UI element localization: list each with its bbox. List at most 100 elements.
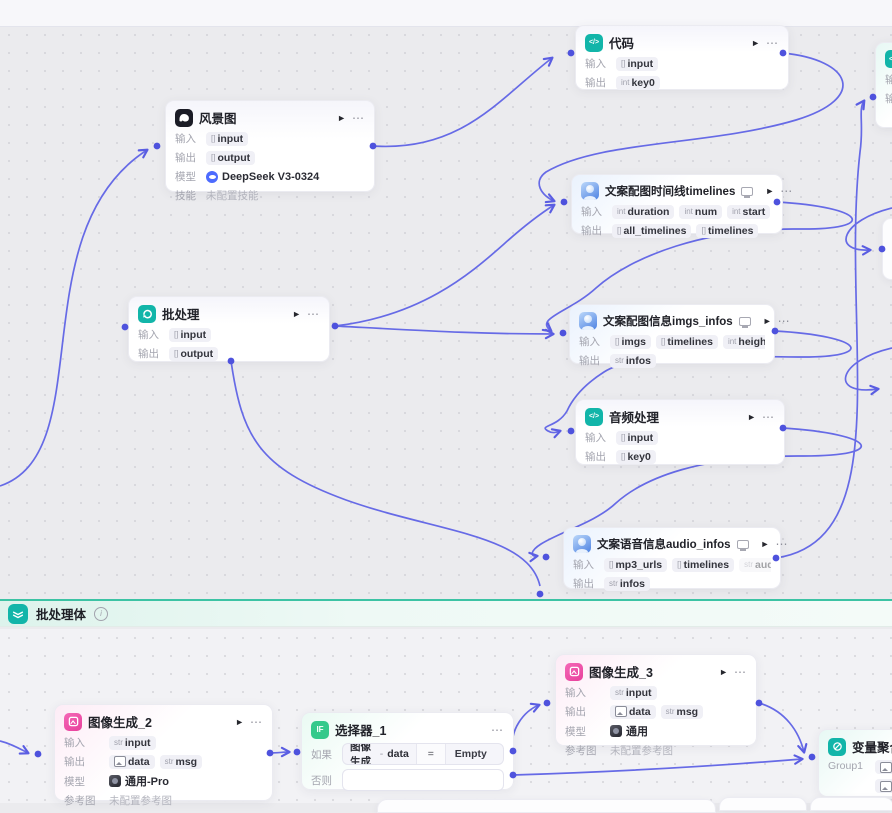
more-menu-button[interactable]: ⋯	[775, 537, 789, 551]
field-label: 输出	[885, 93, 892, 105]
node-selector[interactable]: IF 选择器_1 ⋯ 如果 图像生成-data = Empty 否则	[301, 712, 514, 791]
node-offscreen-bottom-1[interactable]	[377, 799, 716, 813]
agent-avatar-icon	[581, 182, 599, 200]
batch-body-section-header[interactable]: 批处理体 i	[0, 599, 892, 627]
skill-empty-text: 未配置技能	[206, 190, 259, 202]
node-offscreen-topright[interactable]: </> 输入 输出	[875, 42, 892, 128]
run-button[interactable]: ►	[747, 411, 756, 422]
field-chip[interactable]: intheight	[722, 334, 765, 349]
node-title: 变量聚合_1	[852, 741, 892, 755]
node-audioinfos[interactable]: 文案语音信息audio_infos ► ⋯ 输入[]mp3_urls[]time…	[563, 527, 787, 591]
string-type-icon: str	[665, 707, 675, 716]
image-type-icon	[615, 706, 627, 717]
deepseek-whale-icon	[175, 108, 193, 127]
node-imgsinfos[interactable]: 文案配图信息imgs_infos ► ⋯ 输入[]imgs[]timelines…	[569, 304, 790, 368]
reference-empty-text: 未配置参考图	[109, 795, 172, 807]
field-chip[interactable]: []all_timelines	[612, 223, 692, 238]
field-chip[interactable]: []timelines	[672, 557, 735, 572]
run-button[interactable]: ►	[292, 308, 301, 319]
string-type-icon: str	[615, 356, 624, 365]
field-label: 模型	[64, 775, 85, 788]
field-label: 技能	[175, 190, 196, 202]
info-icon[interactable]: i	[94, 606, 109, 621]
field-chip[interactable]: []input	[616, 56, 659, 71]
if-label: 如果	[311, 748, 332, 761]
more-menu-button[interactable]: ⋯	[250, 714, 263, 729]
more-menu-button[interactable]: ⋯	[780, 184, 794, 198]
string-type-icon: str	[615, 688, 624, 697]
more-menu-button[interactable]: ⋯	[766, 35, 779, 50]
array-type-icon: []	[701, 226, 706, 235]
more-menu-button[interactable]: ⋯	[352, 110, 365, 125]
variable-merge-icon	[828, 737, 846, 756]
more-menu-button[interactable]: ⋯	[734, 664, 747, 679]
field-chip[interactable]: []timelines	[696, 223, 759, 238]
run-button[interactable]: ►	[337, 112, 346, 123]
model-value[interactable]: 通用	[610, 723, 648, 739]
process-badge-icon	[741, 186, 754, 198]
image-generation-icon	[64, 712, 82, 731]
field-chip[interactable]: straudio_effe	[739, 557, 771, 572]
field-chip[interactable]: data	[610, 704, 656, 719]
node-scenery[interactable]: 风景图 ► ⋯ 输入[]input 输出[]output 模型 DeepSeek…	[165, 100, 375, 202]
node-audio[interactable]: </> 音频处理 ► ⋯ 输入[]input 输出[]key0	[575, 399, 785, 465]
field-chip[interactable]: []imgs	[610, 334, 651, 349]
model-value[interactable]: 通用-Pro	[109, 773, 169, 789]
more-menu-button[interactable]: ⋯	[307, 306, 320, 321]
field-chip[interactable]: []output	[169, 346, 219, 361]
node-varmerge[interactable]: 变量聚合_1 Group1 Imadat	[818, 729, 892, 797]
run-button[interactable]: ►	[762, 316, 772, 326]
node-offscreen-bottom-3[interactable]	[810, 797, 892, 811]
run-button[interactable]: ►	[765, 186, 775, 196]
field-chip[interactable]: []timelines	[655, 334, 718, 349]
more-menu-button[interactable]: ⋯	[762, 409, 775, 424]
field-chip[interactable]: []key0	[616, 449, 656, 464]
more-menu-button[interactable]: ⋯	[777, 314, 791, 328]
array-type-icon: []	[621, 59, 626, 68]
integer-type-icon: int	[684, 207, 693, 216]
run-button[interactable]: ►	[719, 666, 728, 677]
field-chip[interactable]: dat	[875, 779, 892, 793]
field-chip[interactable]: []mp3_urls	[604, 557, 668, 572]
node-title: 选择器_1	[335, 724, 387, 738]
node-batch[interactable]: 批处理 ► ⋯ 输入[]input 输出[]output	[128, 296, 330, 362]
image-type-icon	[880, 761, 892, 773]
field-chip[interactable]: []input	[206, 131, 249, 146]
more-menu-button[interactable]: ⋯	[491, 722, 504, 737]
array-type-icon: []	[621, 452, 626, 461]
node-offscreen-bottom-2[interactable]	[719, 797, 807, 811]
node-title: 代码	[609, 37, 635, 51]
field-chip[interactable]: []input	[169, 327, 212, 342]
string-type-icon: str	[164, 757, 174, 766]
field-chip[interactable]: []output	[206, 150, 256, 165]
field-label: 输出	[585, 77, 606, 89]
condition-value: Empty	[454, 748, 487, 760]
model-value[interactable]: DeepSeek V3-0324	[206, 170, 319, 183]
condition-row[interactable]: 图像生成-data = Empty	[342, 743, 504, 765]
run-button[interactable]: ►	[751, 37, 760, 48]
field-chip[interactable]: []input	[616, 430, 659, 445]
field-chip[interactable]: data	[109, 754, 155, 769]
run-button[interactable]: ►	[760, 539, 770, 549]
field-label: 输入	[565, 687, 586, 699]
node-offscreen-right-2[interactable]	[882, 218, 892, 280]
agent-avatar-icon	[579, 312, 597, 330]
condition-field: data	[387, 748, 409, 760]
field-chip[interactable]: Ima	[875, 760, 892, 774]
else-branch-box[interactable]	[342, 769, 504, 791]
run-button[interactable]: ►	[235, 716, 244, 727]
